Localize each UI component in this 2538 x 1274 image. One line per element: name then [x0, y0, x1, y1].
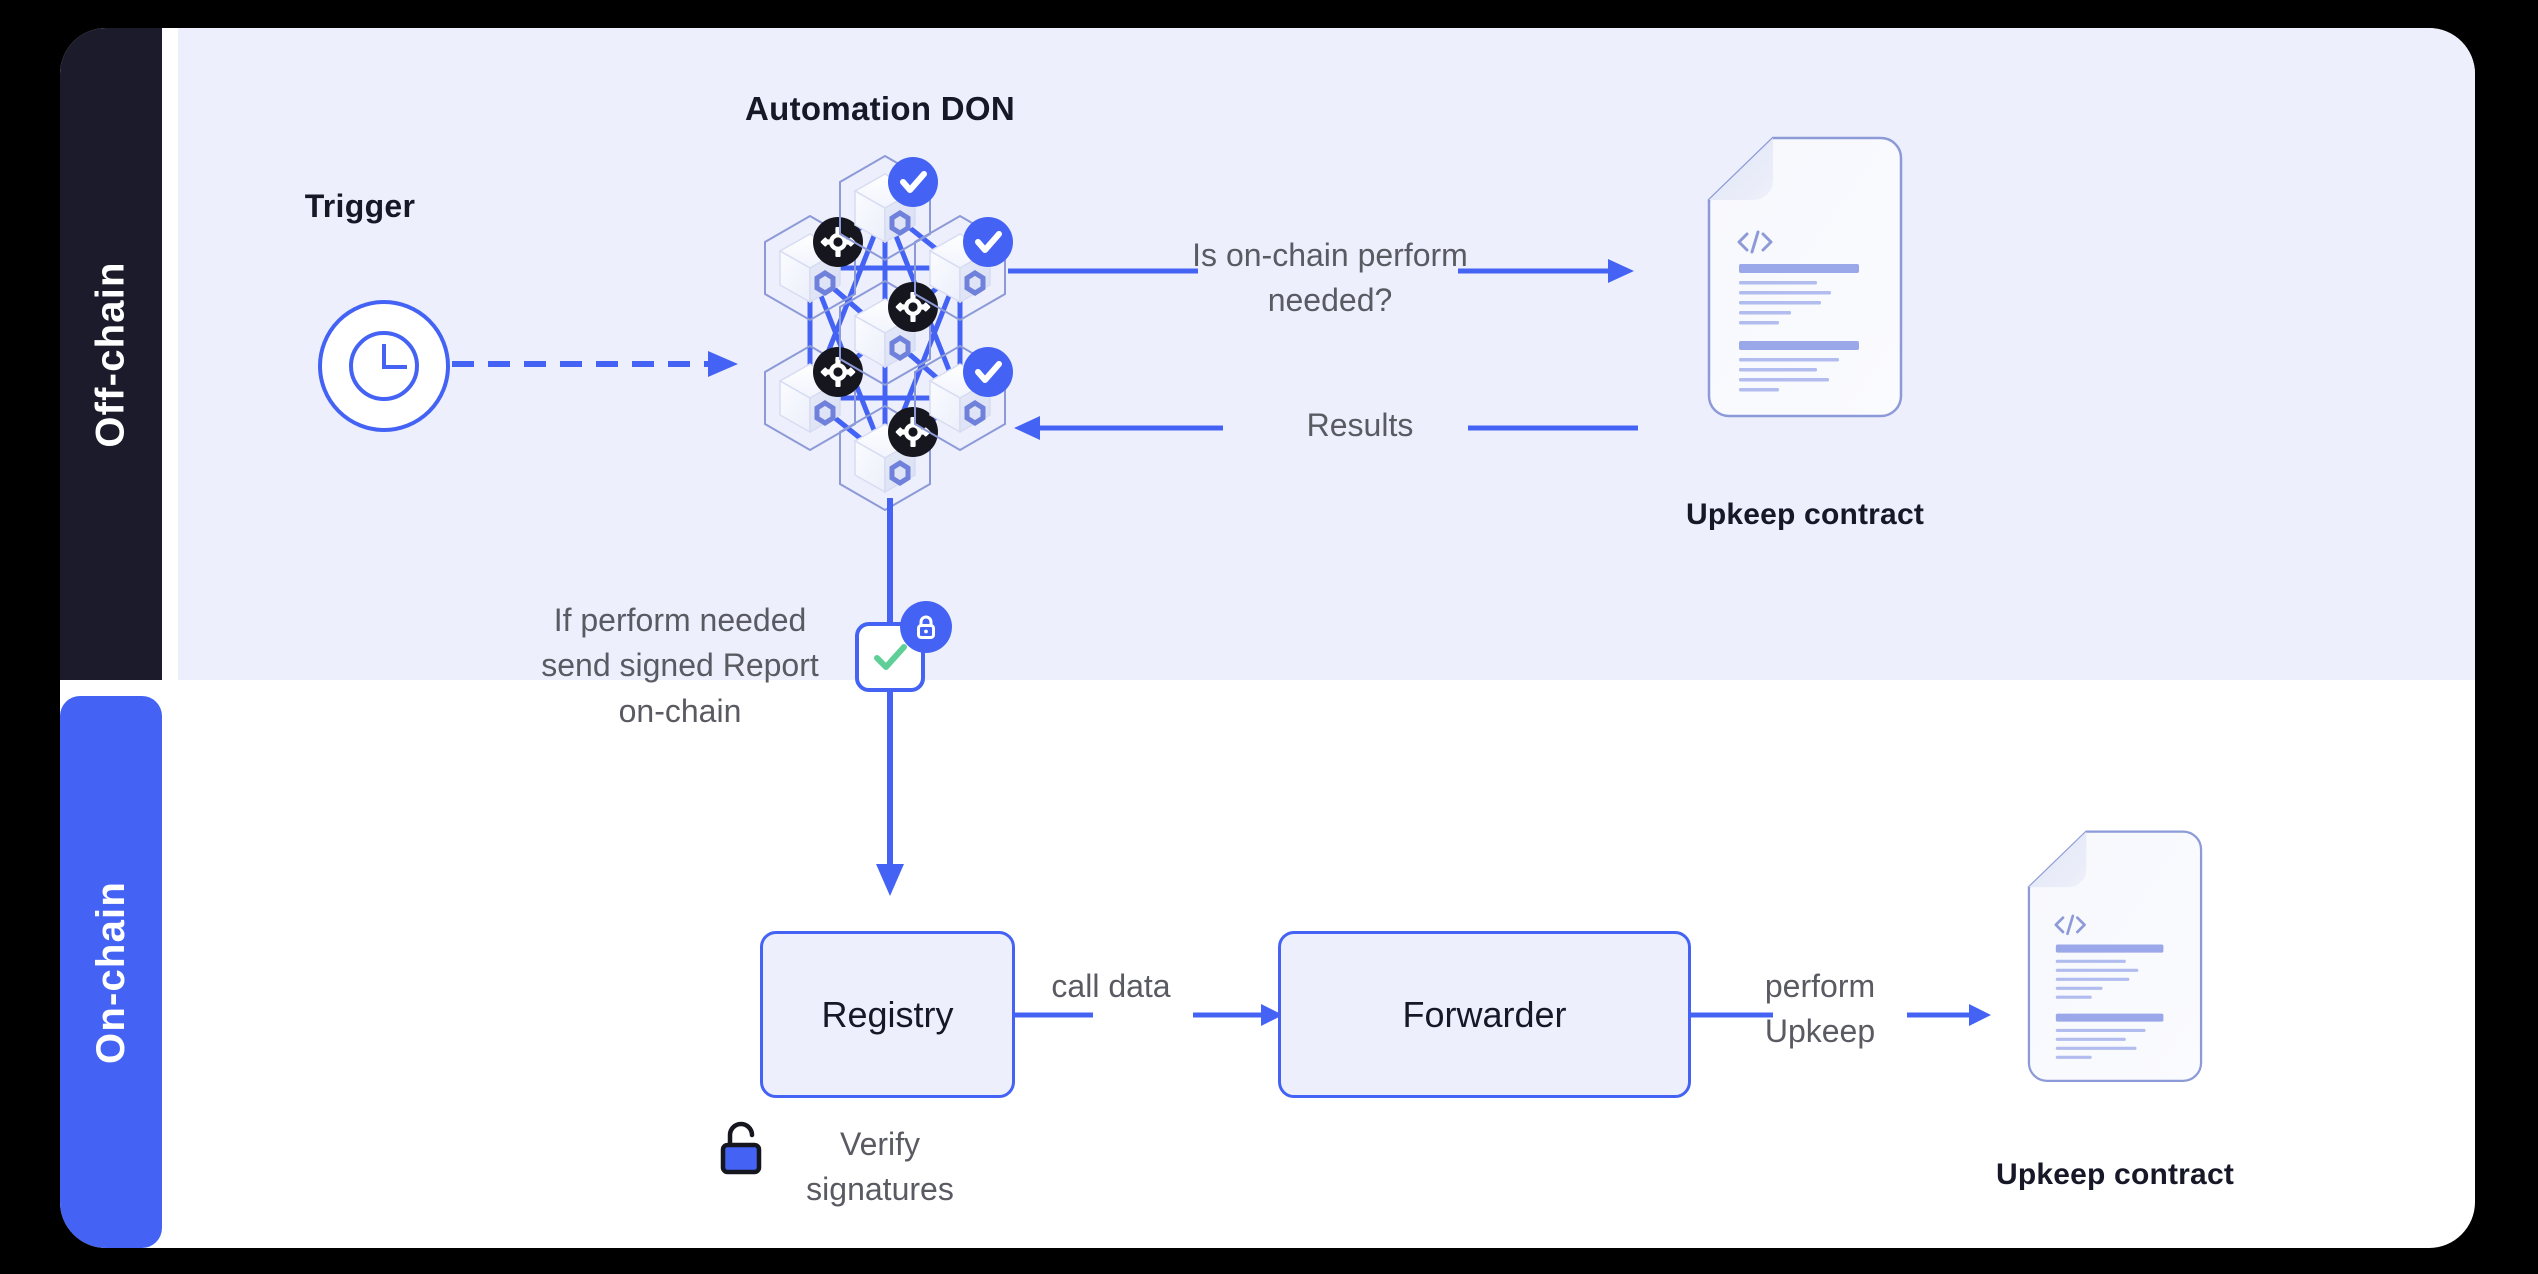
offchain-sidebar: Off-chain [60, 28, 162, 680]
signed-report-arrow [872, 498, 908, 898]
trigger-title: Trigger [304, 188, 416, 224]
forwarder-box[interactable]: Forwarder [1278, 931, 1691, 1098]
upkeep-contract-document-bottom [1990, 828, 2240, 1088]
upkeep-contract-caption-top: Upkeep contract [1685, 498, 1925, 531]
clock-icon [348, 330, 420, 402]
perform-upkeep-connector [1691, 1000, 1991, 1030]
forwarder-label: Forwarder [1402, 993, 1567, 1035]
lock-closed-icon [900, 601, 952, 653]
signed-report-badge [855, 622, 925, 692]
call-data-connector [1015, 1000, 1283, 1030]
code-bracket-icon [1737, 230, 1773, 254]
registry-box[interactable]: Registry [760, 931, 1015, 1098]
upkeep-contract-caption-bottom: Upkeep contract [1995, 1158, 2235, 1191]
results-label: Results [1306, 407, 1414, 443]
automation-don-network [680, 138, 1100, 538]
verify-signatures-label: Verify signatures [806, 1126, 954, 1208]
unlock-icon [715, 1120, 767, 1178]
code-bracket-icon [2054, 914, 2086, 936]
registry-label: Registry [821, 993, 954, 1035]
trigger-to-don-arrow [452, 344, 752, 384]
don-title: Automation DON [744, 90, 1015, 127]
signed-report-note: If perform needed send signed Report on-… [541, 602, 819, 729]
results-connector [1008, 413, 1638, 443]
perform-upkeep-label: perform Upkeep [1764, 968, 1876, 1050]
offchain-sidebar-label: Off-chain [88, 260, 133, 448]
diagram-card: Off-chain On-chain Automation DON Trigge… [60, 28, 2475, 1248]
onchain-sidebar-label: On-chain [88, 880, 133, 1064]
onchain-sidebar: On-chain [60, 696, 162, 1248]
green-check-icon [874, 644, 907, 670]
call-data-label: call data [1051, 968, 1171, 1004]
is-perform-needed-connector [1008, 256, 1638, 286]
is-perform-needed-label: Is on-chain perform needed? [1192, 237, 1468, 319]
offchain-panel [178, 28, 2475, 680]
upkeep-contract-document-top [1660, 134, 1950, 424]
